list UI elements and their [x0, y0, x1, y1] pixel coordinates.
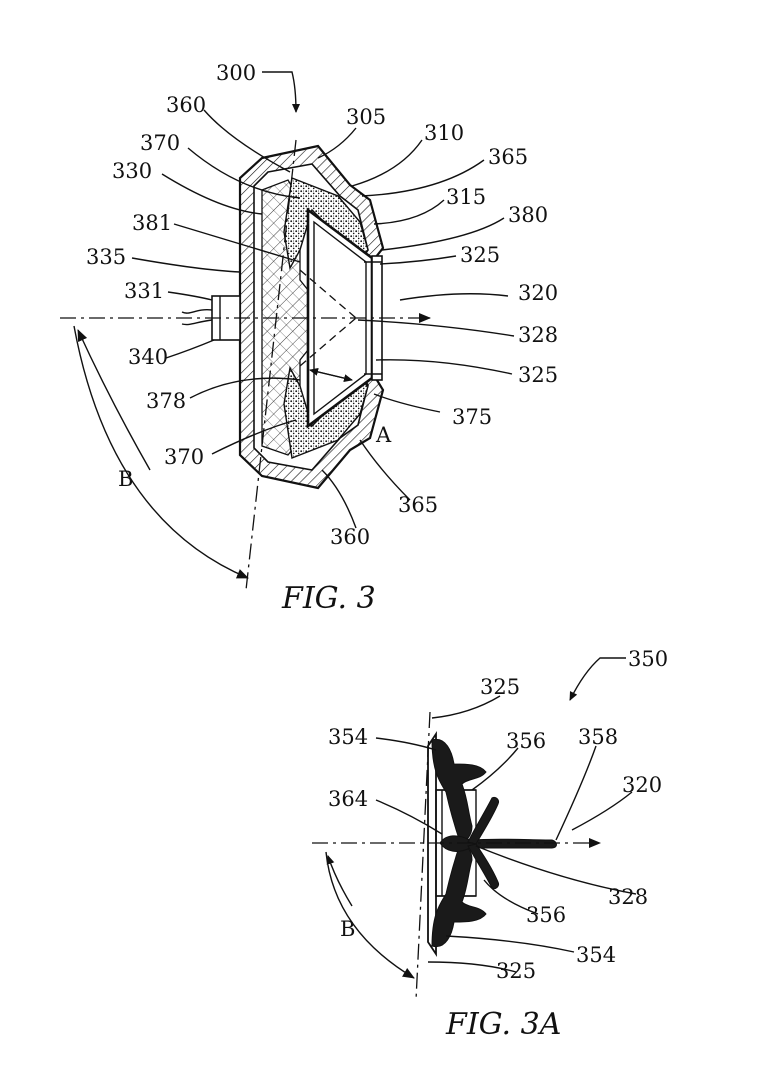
ref-310: 310 [424, 121, 464, 145]
ref-358: 358 [578, 725, 618, 749]
ref-370-bottom: 370 [164, 445, 204, 469]
ref-325-bottom-3a: 325 [496, 959, 536, 983]
ref-335: 335 [86, 245, 126, 269]
reference-numerals-fig3: 300 360 305 310 365 370 330 315 380 381 … [86, 61, 558, 549]
ref-328-fig3: 328 [518, 323, 558, 347]
spoke-arms [431, 738, 557, 948]
ref-320-fig3a: 320 [622, 773, 662, 797]
ref-325-top-3a: 325 [480, 675, 520, 699]
ref-365-bottom: 365 [398, 493, 438, 517]
ref-340: 340 [128, 345, 168, 369]
ref-360-bottom: 360 [330, 525, 370, 549]
ref-375: 375 [452, 405, 492, 429]
ref-370-top: 370 [140, 131, 180, 155]
ref-350: 350 [628, 647, 668, 671]
figure-3: 300 360 305 310 365 370 330 315 380 381 … [60, 61, 558, 616]
ref-356-top: 356 [506, 729, 546, 753]
caption-fig-3a: FIG. 3A [445, 1007, 561, 1042]
ref-364: 364 [328, 787, 368, 811]
ref-b-fig3a: B [340, 917, 355, 941]
ref-381: 381 [132, 211, 172, 235]
ref-360-top: 360 [166, 93, 206, 117]
ref-a: A [375, 423, 392, 447]
ref-320-fig3: 320 [518, 281, 558, 305]
angle-arc-b-fig3a [325, 851, 415, 979]
ref-b-fig3: B [118, 467, 133, 491]
ref-331: 331 [124, 279, 164, 303]
ref-356-bottom: 356 [526, 903, 566, 927]
ref-354-bottom: 354 [576, 943, 616, 967]
caption-fig-3: FIG. 3 [281, 581, 376, 616]
leader-lines-fig3a [375, 695, 637, 973]
angle-arc-b-fig3 [73, 325, 249, 579]
ref-305: 305 [346, 105, 386, 129]
figure-3a: 350 325 354 356 358 320 364 328 356 B 35… [312, 647, 668, 1042]
ref-315: 315 [446, 185, 486, 209]
ref-325-bottom: 325 [518, 363, 558, 387]
ref-365-top: 365 [488, 145, 528, 169]
reference-numerals-fig3a: 350 325 354 356 358 320 364 328 356 B 35… [328, 647, 668, 983]
ref-354-top: 354 [328, 725, 368, 749]
ref-328-fig3a: 328 [608, 885, 648, 909]
leader-lines-fig3 [131, 109, 515, 529]
ref-300: 300 [216, 61, 256, 85]
ref-325-top: 325 [460, 243, 500, 267]
ref-330: 330 [112, 159, 152, 183]
ref-380: 380 [508, 203, 548, 227]
base-plate [427, 731, 437, 957]
ref-378: 378 [146, 389, 186, 413]
